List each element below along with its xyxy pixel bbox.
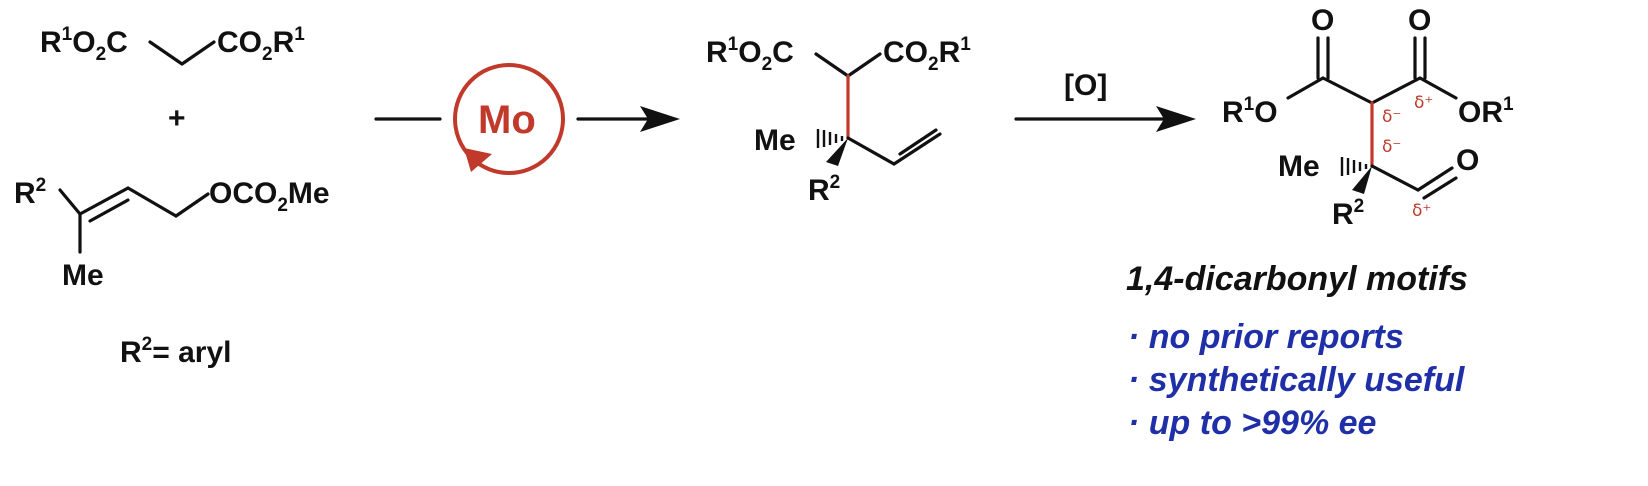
bond-r2-c [58,188,82,216]
hashed-wedge-me [816,129,844,148]
vinyl-bond-outer [892,132,942,166]
carbonate-r2-label: R2 [14,175,46,210]
malonate-bonds [148,40,216,66]
intermediate-left-group: R1O2C [706,34,794,75]
product-aldehyde-o: O [1456,144,1479,177]
oxidant-label: [O] [1064,69,1107,102]
carbonate-group: OCO2Me [209,177,330,216]
r2-definition: R2= aryl [120,334,231,369]
aldehyde-co-a [1416,166,1454,192]
bond-ester-right-o [1418,76,1458,100]
bond-c-vinyl [846,136,896,166]
malonate-left-group: R1O2C [40,24,128,65]
carbonate-structure: R2 OCO2Me Me [14,175,330,292]
bullet-2: · synthetically useful [1128,361,1466,399]
double-bond-inner [88,198,130,223]
intermediate-right-group: CO2R1 [883,34,971,75]
product-hashed-wedge-me [1340,157,1368,176]
plus-sign: + [168,102,186,135]
product-or1-right: OR1 [1458,94,1514,129]
delta-minus-alpha: δ⁻ [1382,107,1401,127]
intermediate-malonate-bonds [814,52,882,78]
double-bond-outer [78,186,130,216]
bond-c-cho [1370,164,1420,192]
product-or1-left: R1O [1222,94,1278,129]
malonate-structure: R1O2C CO2R1 [40,24,305,66]
delta-minus-quaternary: δ⁻ [1382,137,1401,157]
motif-title: 1,4-dicarbonyl motifs [1126,260,1468,298]
carbonate-me-label: Me [62,259,104,292]
bullet-1: · no prior reports [1128,318,1404,356]
arrow-head [640,106,680,132]
product-o-top-right: O [1408,4,1431,37]
delta-plus-ester: δ⁺ [1414,93,1433,113]
oxidation-arrow-head [1156,106,1196,132]
catalytic-arrow: Mo [374,63,680,175]
product-solid-wedge [1352,166,1372,194]
catalytic-cycle-arrowhead [464,148,492,172]
product-r2-label: R2 [1332,196,1364,231]
product-me-label: Me [1278,150,1320,183]
aldehyde-co-b [1422,176,1458,200]
bond-alpha-right [1370,76,1422,105]
malonate-right-group: CO2R1 [217,24,305,65]
product-structure: O O R1O OR1 δ⁻ δ⁺ δ⁻ Me R2 O δ⁺ [1222,4,1514,231]
delta-plus-aldehyde: δ⁺ [1412,201,1431,221]
solid-wedge-r2 [826,138,848,166]
bullet-3: · up to >99% ee [1128,404,1376,442]
bond-ch2-o [174,192,210,218]
bond-allyl [126,186,178,218]
intermediate-r2-label: R2 [808,172,840,207]
product-o-top-left: O [1311,4,1334,37]
bond-left-alpha [1321,76,1374,105]
intermediate-structure: R1O2C CO2R1 Me R2 [706,34,971,207]
vinyl-bond-inner [898,128,938,156]
catalyst-label: Mo [478,98,536,142]
bond-ester-left-o [1286,76,1325,100]
catalytic-cycle-circle [453,63,565,175]
intermediate-me-label: Me [754,124,796,157]
oxidation-arrow: [O] [1014,69,1196,132]
